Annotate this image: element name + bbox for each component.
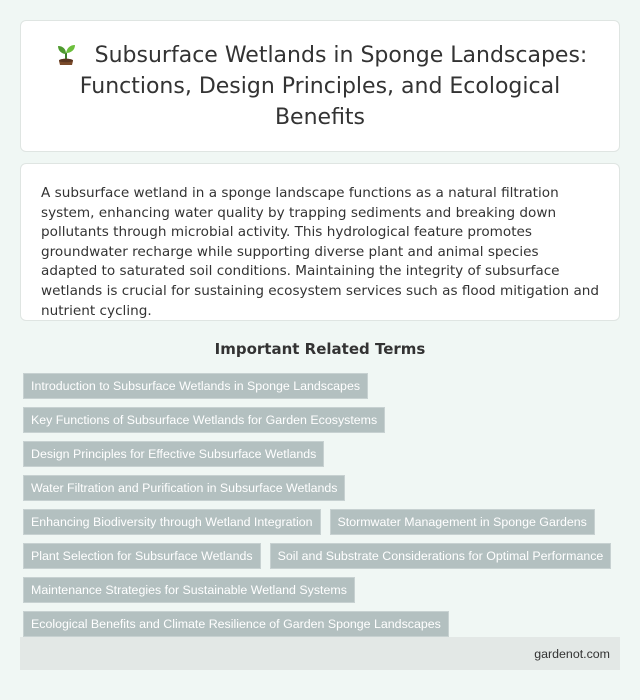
related-term-link[interactable]: Key Functions of Subsurface Wetlands for… [23, 407, 386, 433]
related-term-link[interactable]: Soil and Substrate Considerations for Op… [269, 543, 612, 569]
footer: gardenot.com [20, 637, 620, 670]
related-term-link[interactable]: Water Filtration and Purification in Sub… [23, 475, 346, 501]
related-term-link[interactable]: Introduction to Subsurface Wetlands in S… [23, 373, 369, 399]
related-terms-list: Introduction to Subsurface Wetlands in S… [23, 373, 623, 645]
related-term-link[interactable]: Enhancing Biodiversity through Wetland I… [23, 509, 321, 535]
related-term-link[interactable]: Plant Selection for Subsurface Wetlands [23, 543, 261, 569]
intro-card: A subsurface wetland in a sponge landsca… [20, 163, 620, 321]
page-title: Subsurface Wetlands in Sponge Landscapes… [51, 40, 589, 133]
title-card: Subsurface Wetlands in Sponge Landscapes… [20, 20, 620, 152]
related-term-link[interactable]: Design Principles for Effective Subsurfa… [23, 441, 325, 467]
related-term-link[interactable]: Ecological Benefits and Climate Resilien… [23, 611, 449, 637]
intro-paragraph: A subsurface wetland in a sponge landsca… [41, 185, 600, 319]
related-term-link[interactable]: Maintenance Strategies for Sustainable W… [23, 577, 355, 603]
footer-site-name[interactable]: gardenot.com [534, 646, 610, 661]
related-term-link[interactable]: Stormwater Management in Sponge Gardens [329, 509, 595, 535]
related-terms-heading: Important Related Terms [214, 340, 426, 358]
page-title-text: Subsurface Wetlands in Sponge Landscapes… [79, 42, 588, 130]
sprout-icon [57, 44, 75, 65]
